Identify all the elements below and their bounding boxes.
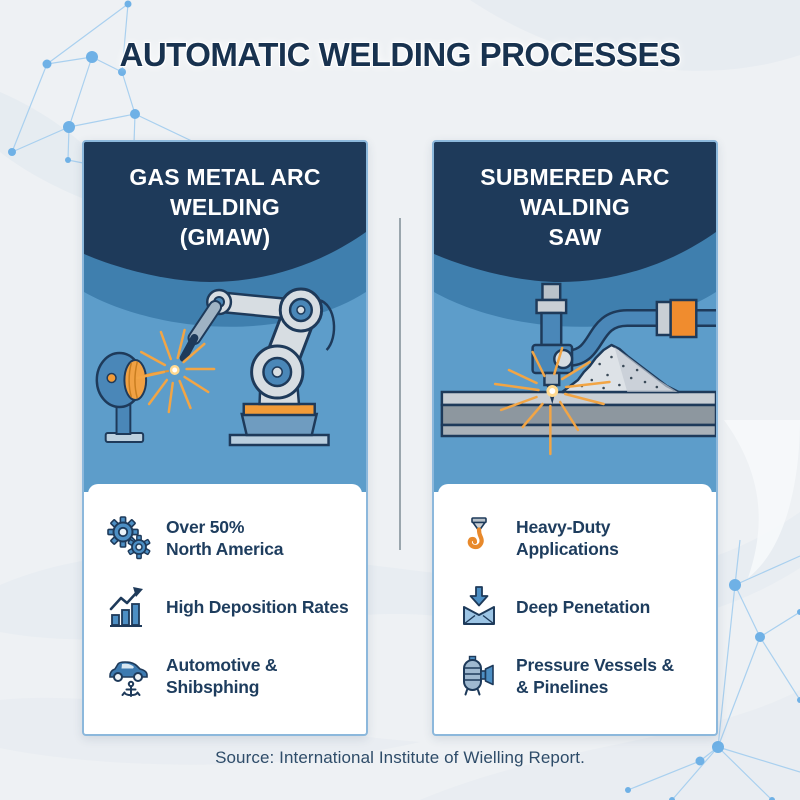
feature-text: Deep Penetation (516, 596, 651, 617)
network-constellation-bottom-right (625, 539, 800, 800)
car-anchor-icon (109, 661, 148, 697)
gears-icon (107, 516, 151, 560)
list-item: Automotive & Shibsphing (106, 652, 356, 700)
feature-text: Pressure Vessels & & Pinelines (516, 654, 674, 697)
panel-saw: SUBMERED ARC WALDING SAW Heavy-Duty Appl… (432, 140, 718, 736)
submerged-arc-torch-illustration (434, 142, 716, 492)
growth-chart-icon (109, 587, 143, 627)
gmaw-title-line2: WELDING (170, 193, 280, 220)
gmaw-title-line1: GAS METAL ARC (129, 164, 321, 190)
saw-illustration: SUBMERED ARC WALDING SAW (434, 142, 716, 492)
welding-sparks (136, 328, 216, 414)
saw-title-line1: SUBMERED ARC (480, 164, 670, 190)
list-item: Over 50% North America (106, 514, 356, 562)
list-item: High Deposition Rates (106, 583, 356, 631)
deep-penetration-arrow-icon (463, 586, 495, 625)
panel-divider (399, 218, 401, 550)
source-attribution: Source: International Institute of Wiell… (215, 748, 585, 767)
pressure-vessel-icon (463, 655, 494, 696)
feed-tube (568, 298, 716, 367)
crane-hook-icon (467, 517, 487, 550)
flux-pile (560, 343, 680, 394)
list-item: Heavy-Duty Applications (456, 514, 706, 562)
saw-feature-list: Heavy-Duty Applications Deep Penetation (438, 484, 712, 734)
welding-sparks (493, 346, 611, 456)
list-item: Deep Penetation (456, 583, 706, 631)
feature-text: Automotive & Shibsphing (166, 654, 278, 697)
feature-text: Over 50% North America (166, 516, 284, 559)
panel-gmaw: GAS METAL ARC WELDING (GMAW) (82, 140, 368, 736)
saw-title: SUBMERED ARC WALDING SAW (434, 142, 716, 253)
saw-title-line2: WALDING (520, 193, 630, 220)
gmaw-feature-list: Over 50% North America (88, 484, 362, 734)
feature-text: High Deposition Rates (166, 596, 349, 617)
robot-arm (179, 287, 336, 447)
feature-text: Heavy-Duty Applications (516, 516, 619, 559)
robot-arm-welding-illustration (84, 142, 366, 492)
saw-title-line3: SAW (548, 223, 602, 250)
list-item: Pressure Vessels & & Pinelines (456, 652, 706, 700)
gmaw-illustration: GAS METAL ARC WELDING (GMAW) (84, 142, 366, 492)
page-title: AUTOMATIC WELDING PROCESSES (119, 36, 681, 73)
gmaw-title: GAS METAL ARC WELDING (GMAW) (84, 142, 366, 253)
gmaw-title-line3: (GMAW) (179, 223, 271, 250)
